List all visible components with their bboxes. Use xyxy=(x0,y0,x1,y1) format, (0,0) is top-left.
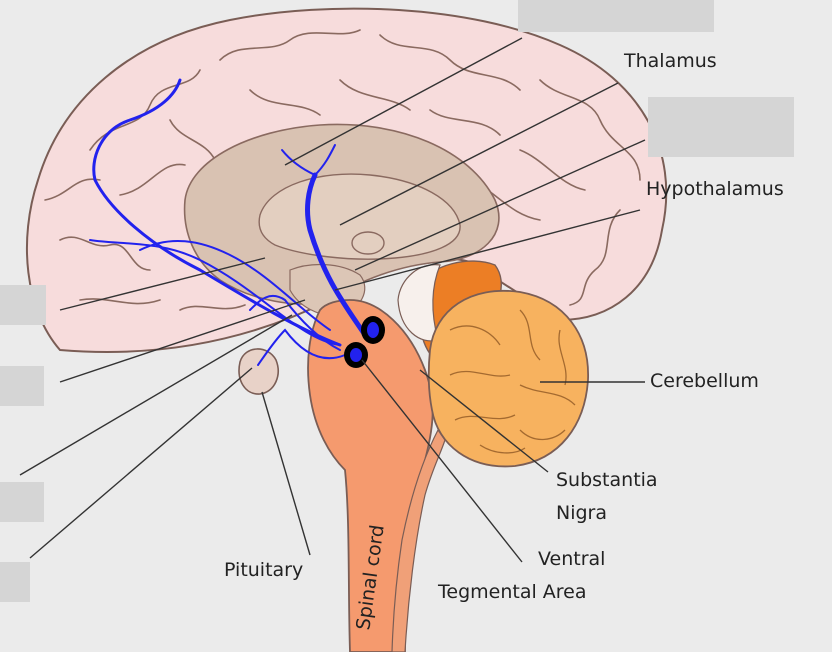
hidden-label-box-right xyxy=(648,97,794,157)
leader-lines xyxy=(19,37,646,563)
cortex-folds xyxy=(44,29,641,311)
hidden-label-box-left-1 xyxy=(0,285,46,325)
dopamine-pathways xyxy=(89,78,368,366)
label-nigra: Nigra xyxy=(556,502,608,524)
thalamus-nucleus xyxy=(351,231,385,255)
pituitary-gland xyxy=(238,348,279,395)
label-tegmental-area: Tegmental Area xyxy=(438,581,587,603)
label-thalamus: Thalamus xyxy=(624,50,717,72)
label-pituitary: Pituitary xyxy=(224,559,304,581)
label-substantia: Substantia xyxy=(556,469,658,491)
hidden-label-box-left-2 xyxy=(0,366,44,406)
cerebellum xyxy=(427,290,589,468)
cerebellum-folia xyxy=(449,309,576,454)
dopamine-neuron-cluster-icon xyxy=(344,316,385,368)
label-hypothalamus: Hypothalamus xyxy=(646,178,784,200)
peduncle-region xyxy=(397,264,441,342)
label-cerebellum: Cerebellum xyxy=(650,370,759,392)
hidden-label-box-top xyxy=(518,0,714,32)
hidden-label-box-left-4 xyxy=(0,562,30,602)
hidden-label-box-left-3 xyxy=(0,482,44,522)
label-ventral: Ventral xyxy=(538,548,606,570)
